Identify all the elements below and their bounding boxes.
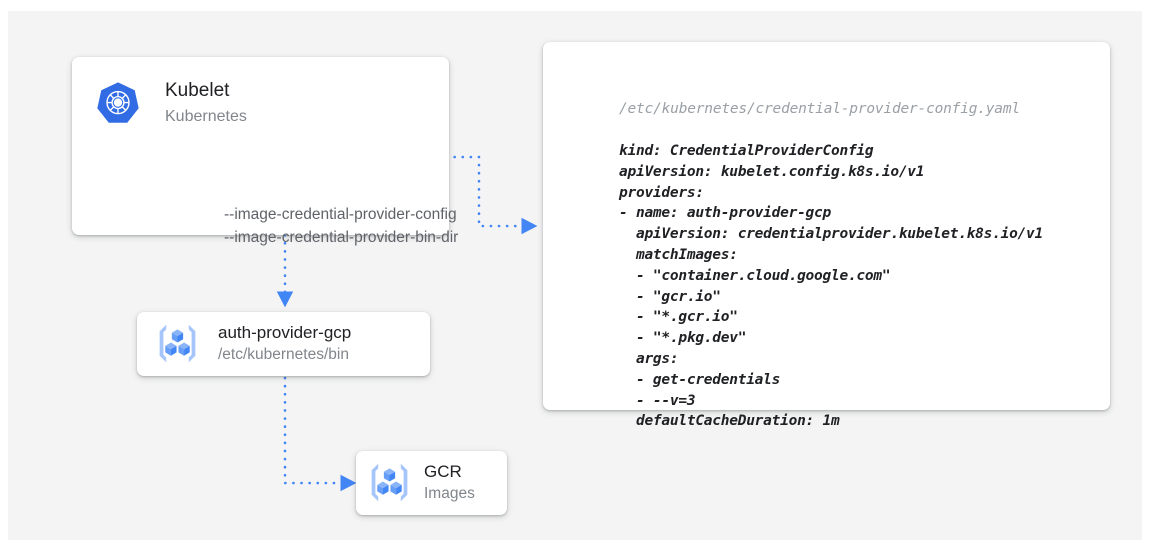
kubelet-flag-provider-config: --image-credential-provider-config: [224, 206, 457, 223]
gcr-subtitle: Images: [424, 485, 475, 502]
kubelet-flag-list: --image-credential-provider-config --ima…: [224, 203, 458, 249]
container-registry-icon: [371, 463, 408, 502]
auth-provider-title: auth-provider-gcp: [218, 323, 352, 342]
node-card-kubelet[interactable]: Kubelet Kubernetes --image-credential-pr…: [72, 57, 458, 246]
kubelet-titles: Kubelet Kubernetes: [165, 78, 247, 128]
kubelet-subtitle: Kubernetes: [165, 108, 247, 125]
yaml-file-content: kind: CredentialProviderConfig apiVersio…: [619, 143, 1043, 430]
gcr-title: GCR: [424, 462, 462, 481]
kubelet-header: Kubelet Kubernetes: [96, 78, 247, 128]
auth-provider-subtitle: /etc/kubernetes/bin: [218, 346, 349, 363]
gcr-titles: GCR Images: [424, 461, 475, 504]
auth-provider-inner: auth-provider-gcp /etc/kubernetes/bin: [154, 320, 351, 367]
yaml-file-path: /etc/kubernetes/credential-provider-conf…: [619, 101, 1020, 117]
kubelet-flag-provider-bin-dir: --image-credential-provider-bin-dir: [224, 229, 459, 246]
kubernetes-logo-icon: [97, 82, 139, 123]
node-card-gcr[interactable]: GCR Images: [356, 451, 507, 515]
node-card-auth-provider-gcp[interactable]: auth-provider-gcp /etc/kubernetes/bin: [137, 312, 430, 376]
yaml-config-panel[interactable]: /etc/kubernetes/credential-provider-conf…: [543, 42, 1110, 429]
gcr-inner: GCR Images: [366, 459, 475, 506]
container-registry-icon: [159, 324, 196, 363]
auth-provider-titles: auth-provider-gcp /etc/kubernetes/bin: [218, 322, 351, 365]
kubelet-title: Kubelet: [165, 80, 230, 101]
